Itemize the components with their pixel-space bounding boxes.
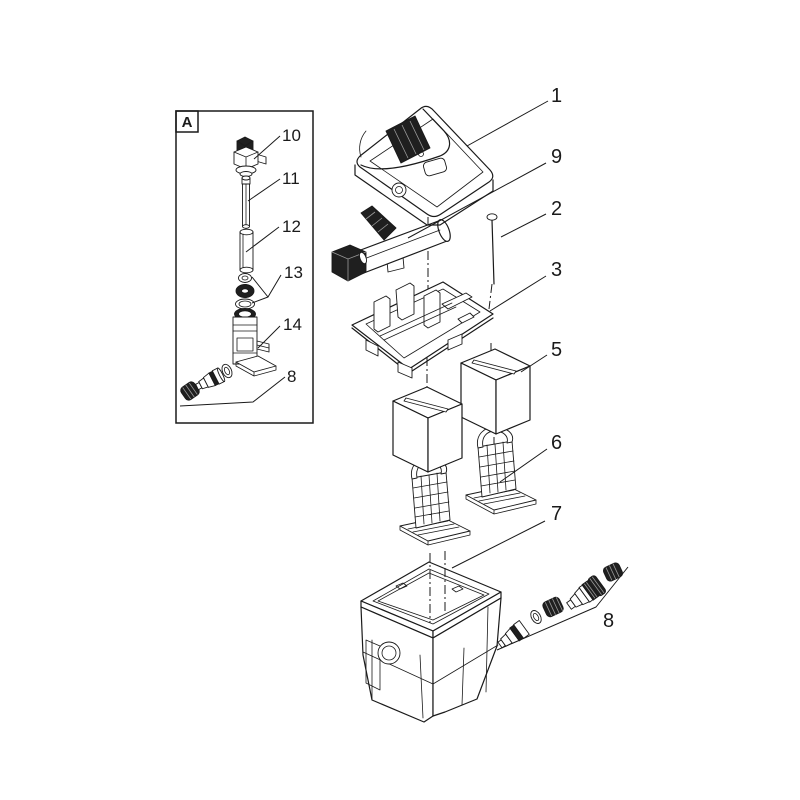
callout-6-label: 6 <box>551 432 562 454</box>
callout-12-label: 12 <box>282 217 301 236</box>
callout-5-label: 5 <box>551 339 562 361</box>
part-8-hosetail-inset <box>180 363 233 401</box>
inset-label: A <box>182 114 193 131</box>
hosetail-large <box>566 575 606 610</box>
callout-8-label: 8 <box>603 610 614 632</box>
hosetail-small <box>497 620 530 649</box>
part-3-inner-tray <box>351 281 494 379</box>
union-nut-a <box>542 596 564 618</box>
callout-1-label: 1 <box>551 85 562 107</box>
part-10-pump-head <box>233 136 267 177</box>
callout-10-label: 10 <box>282 126 301 145</box>
inset-leader-lines <box>179 135 286 407</box>
union-nut-b <box>602 562 624 582</box>
part-1-lid <box>354 105 494 226</box>
inset-label-box <box>175 110 199 133</box>
callout-14-label: 14 <box>283 315 302 334</box>
callout-11-label: 11 <box>282 169 300 188</box>
callout-8-inset-label: 8 <box>287 367 296 386</box>
part-9-uvc-unit <box>331 205 451 282</box>
centerlines-lower <box>429 551 446 623</box>
callout-7-label: 7 <box>551 503 562 525</box>
callout-2-label: 2 <box>551 198 562 220</box>
part-2-pin <box>486 213 498 285</box>
foam-right <box>460 348 531 435</box>
part-5-foam-filters <box>392 348 531 473</box>
inset-panel: A 10 11 12 13 14 8 <box>175 110 314 424</box>
part-7-container <box>360 561 502 723</box>
part-8-fittings <box>497 562 624 649</box>
callout-13-label: 13 <box>284 263 303 282</box>
inset-frame <box>175 110 314 424</box>
o-ring <box>530 610 542 624</box>
part-13-seal-set <box>235 273 255 310</box>
part-11-tube <box>241 175 251 229</box>
main-leader-lines <box>407 100 629 651</box>
part-14-bracket <box>232 308 277 377</box>
callout-3-label: 3 <box>551 259 562 281</box>
part-12-sleeve <box>239 228 254 274</box>
foam-left <box>392 386 463 473</box>
callout-9-label: 9 <box>551 146 562 168</box>
